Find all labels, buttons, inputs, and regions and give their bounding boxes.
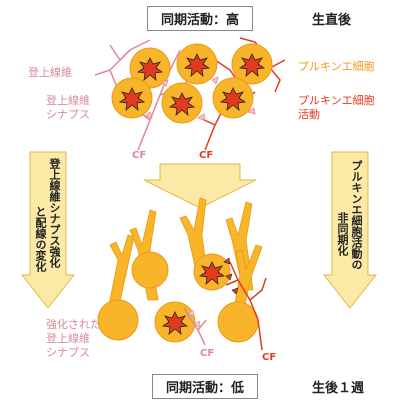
bottom-cells <box>97 251 259 343</box>
top-age-label: 生直後 <box>312 13 352 28</box>
top-cf-red-label: CF <box>199 150 214 161</box>
bottom-red-climbing-fibers <box>225 261 267 351</box>
bottom-synapses-pink <box>187 309 201 328</box>
strengthened-synapse-label-line2: 登上線維 <box>46 332 90 345</box>
top-cells <box>111 43 273 124</box>
bottom-activity-bursts <box>161 261 226 335</box>
climbing-fiber-synapse-label-line2: シナプス <box>46 108 90 121</box>
right-arrow-text-col2: 非同期化 <box>336 212 349 256</box>
top-activity-bursts <box>118 53 266 116</box>
bottom-activity-title: 同期活動：低 <box>152 374 258 399</box>
right-side-arrow <box>322 151 378 309</box>
center-down-arrow <box>143 163 257 209</box>
top-diagram <box>94 37 286 151</box>
bottom-cf-red-label: CF <box>262 352 277 363</box>
climbing-fiber-label: 登上線維 <box>28 66 72 79</box>
bottom-synapses-red <box>223 257 239 295</box>
left-side-arrow <box>20 151 76 309</box>
purkinje-activity-label-line2: 活動 <box>298 108 320 121</box>
purkinje-activity-label-line1: プルキンエ細胞 <box>298 94 375 107</box>
left-arrow-text-col1: 登上線維シナプス強化 <box>48 158 61 268</box>
climbing-fiber-synapse-label-line1: 登上線維 <box>46 94 90 107</box>
bottom-age-label: 生後１週 <box>312 381 365 396</box>
top-synapses <box>144 76 256 121</box>
purkinje-cell-label: プルキンエ細胞 <box>298 60 375 73</box>
right-arrow-text-col1: プルキンエ細胞活動の <box>350 160 363 270</box>
top-activity-title: 同期活動：高 <box>147 6 253 31</box>
bottom-cf-pink-label: CF <box>200 348 215 359</box>
top-cf-pink-label: CF <box>132 150 147 161</box>
bottom-diagram <box>97 197 267 351</box>
left-arrow-text-col2: と配線の変化 <box>34 206 47 272</box>
strengthened-synapse-label-line1: 強化された <box>46 318 101 331</box>
strengthened-synapse-label-line3: シナプス <box>46 346 90 359</box>
